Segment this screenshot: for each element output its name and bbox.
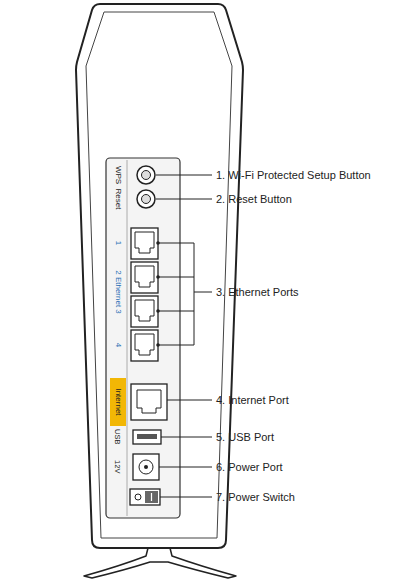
- ethernet-socket: [135, 232, 154, 253]
- usb-tongue: [137, 434, 157, 439]
- internet-port: [131, 384, 167, 420]
- callout-label: 1. Wi-Fi Protected Setup Button: [216, 170, 371, 181]
- internet-label-block: [110, 378, 126, 426]
- housing-bevel: [86, 12, 232, 538]
- wps-button: [137, 166, 155, 184]
- ethernet-socket: [135, 300, 154, 321]
- panel-label: Internet: [114, 388, 122, 415]
- ethernet-port: [131, 296, 158, 327]
- callout-label: 4. Internet Port: [216, 395, 289, 406]
- power-switch-rocker: [145, 491, 158, 503]
- power-switch-off-mark: [135, 494, 141, 500]
- power-switch-on-mark: [151, 493, 152, 501]
- leader-dots: [156, 241, 160, 347]
- power-switch: [130, 489, 160, 505]
- label-strip-divider: [127, 160, 128, 516]
- internet-port-socket: [137, 390, 161, 413]
- panel-label: Reset: [114, 189, 122, 210]
- panel-label: USB: [114, 429, 122, 444]
- panel-label: 1: [114, 241, 122, 245]
- panel-label: 4: [114, 343, 122, 347]
- power-port-pin: [144, 465, 148, 469]
- ethernet-socket: [135, 334, 154, 355]
- callout-label: 6. Power Port: [216, 462, 283, 473]
- power-port: [133, 454, 159, 480]
- reset-button: [137, 190, 155, 208]
- callout-label: 3. Ethernet Ports: [216, 287, 299, 298]
- callout-label: 5. USB Port: [216, 432, 274, 443]
- ethernet-socket: [135, 266, 154, 287]
- callout-label: 2. Reset Button: [216, 194, 292, 205]
- panel-label: 2 Ethernet 3: [114, 270, 122, 314]
- ethernet-ports: [131, 228, 158, 361]
- ethernet-port: [131, 330, 158, 361]
- callout-label: 7. Power Switch: [216, 492, 295, 503]
- usb-port: [133, 430, 161, 444]
- reset-button-cap: [142, 195, 151, 204]
- ethernet-port: [131, 262, 158, 293]
- wps-button-cap: [142, 171, 151, 180]
- power-port-socket: [139, 460, 153, 474]
- ethernet-port: [131, 228, 158, 259]
- panel-label: WPS: [114, 166, 122, 184]
- leader-lines: [156, 175, 212, 497]
- rear-panel: [106, 158, 180, 518]
- panel-label: 12V: [114, 460, 122, 473]
